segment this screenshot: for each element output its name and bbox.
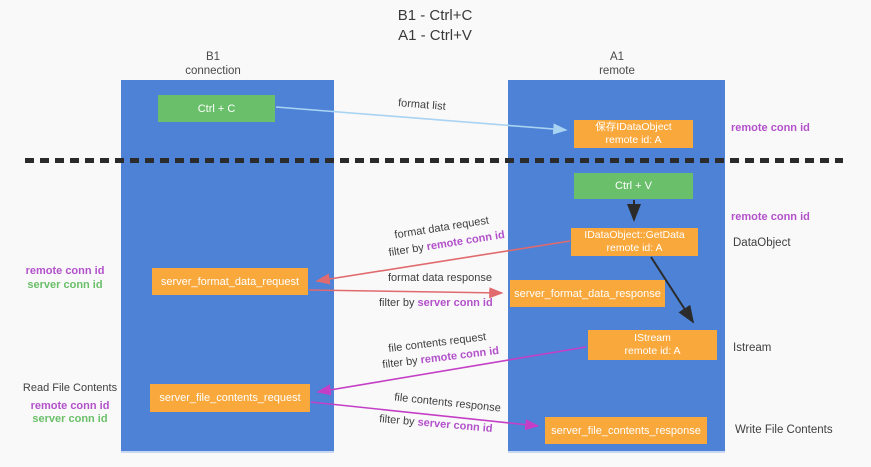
- right-column-name: A1: [609, 51, 625, 63]
- server-file-contents-response-box: server_file_contents_response: [545, 417, 707, 444]
- ctrl-c-label: Ctrl + C: [197, 102, 236, 115]
- left-column-role: connection: [185, 65, 241, 77]
- save-idataobject-title: 保存IDataObject: [595, 121, 672, 133]
- format-list-label: format list: [397, 97, 447, 113]
- server-file-contents-request-box: server_file_contents_request: [150, 384, 310, 412]
- title-line-2: A1 - Ctrl+V: [398, 27, 472, 44]
- save-idataobject-box: 保存IDataObject remote id: A: [574, 120, 693, 148]
- filter-by-server-conn-id-label-2: filter by server conn id: [379, 413, 493, 435]
- remote-conn-id-right-mid: remote conn id: [731, 211, 810, 223]
- dashed-divider-line: [25, 158, 843, 163]
- getdata-remote-id: remote id: A: [606, 242, 663, 254]
- diagram-title: B1 - Ctrl+C A1 - Ctrl+V: [335, 6, 535, 46]
- remote-conn-id-left-2: remote conn id: [30, 400, 110, 412]
- ctrl-c-box: Ctrl + C: [158, 95, 275, 122]
- format-data-response-label: format data response: [388, 272, 492, 284]
- istream-side-label: Istream: [733, 342, 772, 354]
- left-column-header: B1 connection: [153, 50, 273, 78]
- left-column-name: B1: [205, 51, 221, 63]
- server-format-data-response-label: server_format_data_response: [514, 287, 661, 300]
- right-column-role: remote: [599, 65, 635, 77]
- server-conn-id-text: server conn id: [417, 416, 494, 435]
- server-file-contents-request-label: server_file_contents_request: [159, 392, 301, 404]
- write-file-contents-label: Write File Contents: [735, 424, 833, 436]
- dataobject-label: DataObject: [733, 237, 791, 249]
- filter-by-text: filter by: [379, 297, 418, 309]
- server-conn-id-left-2: server conn id: [32, 413, 108, 425]
- istream-box: IStream remote id: A: [588, 330, 717, 360]
- server-format-data-request-label: server_format_data_request: [160, 275, 300, 288]
- right-column-header: A1 remote: [557, 50, 677, 78]
- filter-by-text: filter by: [378, 413, 419, 429]
- server-conn-id-left-1: server conn id: [27, 279, 103, 291]
- file-contents-response-label: file contents response: [393, 391, 502, 415]
- getdata-title: IDataObject::GetData: [584, 229, 685, 241]
- server-conn-id-text: server conn id: [417, 297, 493, 309]
- save-idataobject-remote-id: remote id: A: [605, 134, 662, 146]
- remote-conn-id-right-top: remote conn id: [731, 122, 810, 134]
- istream-remote-id: remote id: A: [624, 345, 681, 357]
- remote-conn-id-left-1: remote conn id: [25, 265, 105, 277]
- filter-by-text: filter by: [381, 354, 422, 372]
- left-conn-id-block-top: remote conn id server conn id: [15, 264, 115, 292]
- server-file-contents-response-label: server_file_contents_response: [551, 424, 701, 437]
- filter-by-text: filter by: [387, 241, 428, 260]
- ctrl-v-box: Ctrl + V: [574, 173, 693, 199]
- ctrl-v-label: Ctrl + V: [615, 180, 652, 192]
- idataobject-getdata-box: IDataObject::GetData remote id: A: [571, 228, 698, 256]
- filter-by-server-conn-id-label-1: filter by server conn id: [379, 297, 493, 309]
- server-format-data-response-box: server_format_data_response: [510, 280, 665, 307]
- read-file-contents-label: Read File Contents: [22, 382, 118, 394]
- title-line-1: B1 - Ctrl+C: [397, 7, 473, 24]
- istream-title: IStream: [634, 332, 671, 344]
- format-data-response-arrow: [308, 287, 504, 299]
- server-format-data-request-box: server_format_data_request: [152, 268, 308, 295]
- left-conn-id-block-bottom: remote conn id server conn id: [15, 400, 125, 426]
